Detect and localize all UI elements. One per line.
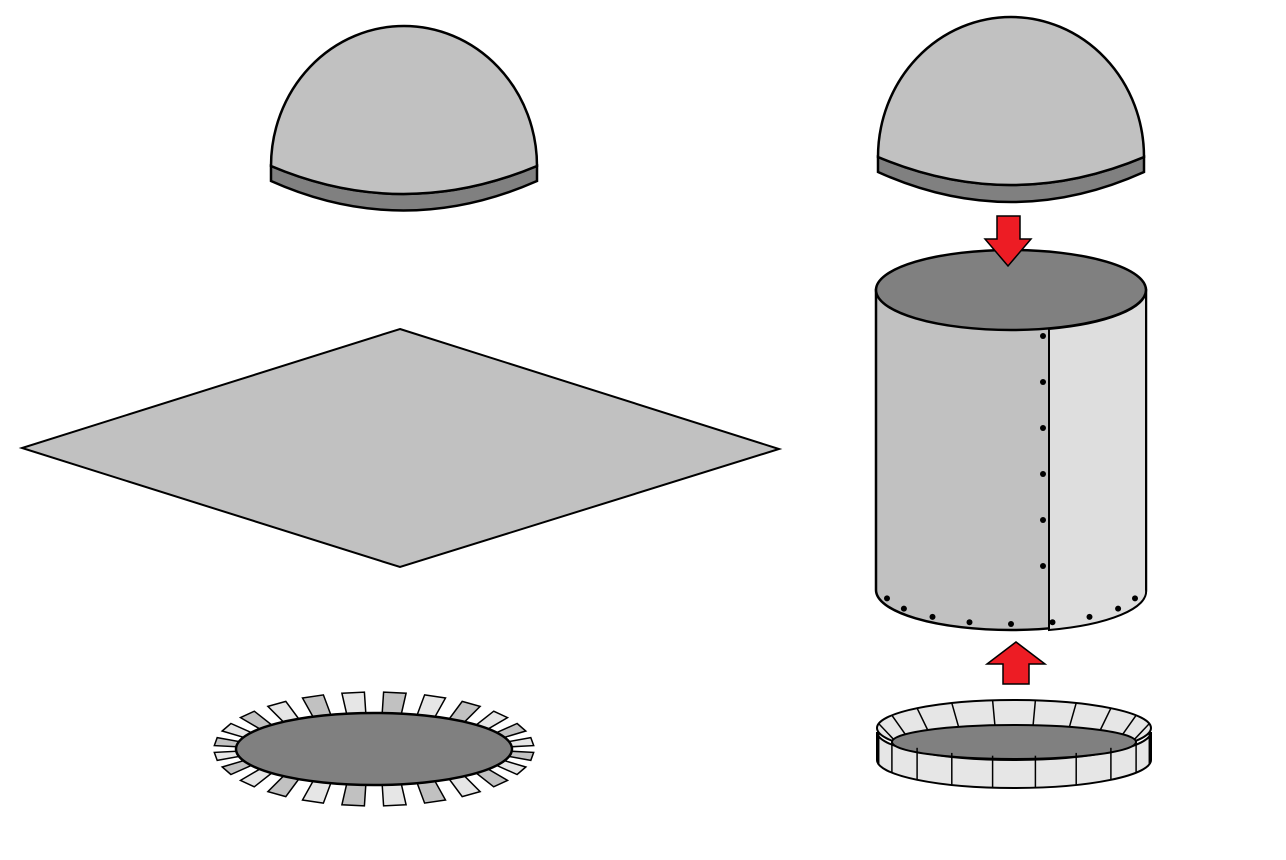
left-dome-shell [269, 24, 539, 196]
rivet [1040, 379, 1046, 385]
ring-segment-line [951, 702, 960, 728]
up-arrow [984, 641, 1048, 685]
notched-base-disc [213, 691, 535, 807]
rivet [1132, 595, 1138, 602]
ring-floor [891, 724, 1137, 760]
right-dome-cap [876, 15, 1146, 204]
rivet [929, 613, 936, 620]
ring-segment-line [878, 723, 895, 740]
ring-segment-line [1099, 707, 1112, 731]
ring-segment-line [891, 714, 906, 735]
rivet [1040, 425, 1046, 431]
ring-segment-line [1068, 702, 1077, 728]
down-arrow [983, 215, 1033, 268]
rivet [1049, 619, 1056, 626]
ring-segment-line [1032, 700, 1037, 726]
rivet [884, 595, 890, 602]
rivet [900, 605, 907, 612]
rivet [1040, 563, 1046, 569]
rivet [1086, 613, 1093, 620]
right-dome-shell [876, 15, 1146, 187]
flat-sheet [18, 327, 783, 569]
rivet [1115, 605, 1122, 612]
rivet [1008, 621, 1014, 627]
left-dome-cap [269, 24, 539, 212]
cylinder-body [874, 248, 1148, 632]
rivet [1040, 471, 1046, 477]
disc-center [234, 711, 514, 787]
rivet [1040, 333, 1046, 339]
flanged-base-ring [876, 699, 1152, 789]
rivet [966, 619, 973, 626]
ring-segment-line [1133, 723, 1150, 740]
rivet [1040, 517, 1046, 523]
rivet-row [884, 333, 1138, 627]
cylinder-side-highlight [1048, 289, 1148, 632]
ring-segment-line [916, 707, 929, 731]
ring-segment-line [991, 700, 996, 726]
ring-segment-line [1122, 714, 1137, 735]
ring-segment-lines [877, 700, 1151, 788]
